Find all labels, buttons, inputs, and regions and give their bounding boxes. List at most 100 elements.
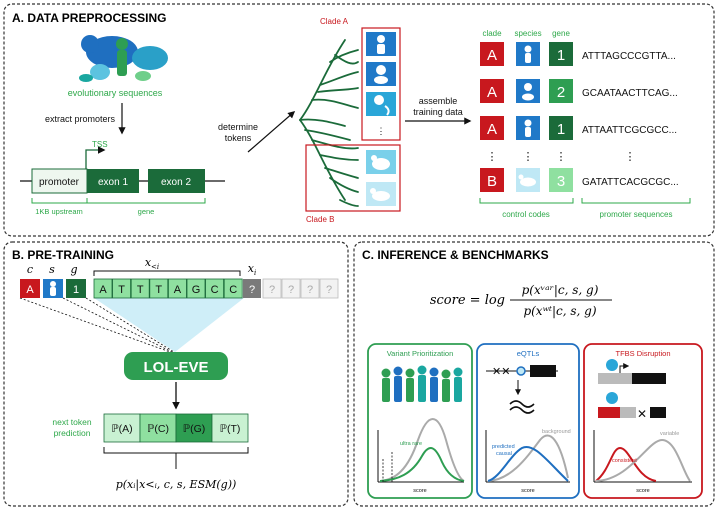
clade-b-label: Clade B: [306, 215, 334, 224]
clade-a-label: Clade A: [320, 17, 349, 26]
header-species: species: [514, 29, 541, 38]
determine-label-2: tokens: [225, 133, 252, 143]
header-clade: clade: [482, 29, 502, 38]
panel-c: C. INFERENCE & BENCHMARKS score = log p(…: [353, 241, 715, 507]
svg-text:Variant Prioritization: Variant Prioritization: [387, 349, 454, 358]
sequence-token-label: C: [211, 284, 219, 296]
score-numerator: p(xᵛᵃʳ|c, s, g): [522, 283, 599, 297]
determine-arrow: [247, 111, 296, 153]
evo-label: evolutionary sequences: [68, 88, 163, 98]
sequence-token: [205, 278, 225, 299]
clade-a-dots: ⋮: [377, 126, 386, 136]
tss-label: TSS: [92, 140, 108, 149]
next-token-label-2: prediction: [54, 428, 91, 438]
dots: ⋮: [523, 151, 534, 163]
dots: ⋮: [487, 151, 498, 163]
upstream-bracket: [31, 198, 88, 204]
svg-text:ATTAATTCGCGCC...: ATTAATTCGCGCC...: [582, 125, 677, 136]
svg-text:TFBS Disruption: TFBS Disruption: [615, 349, 670, 358]
label-c: c: [27, 263, 33, 276]
control-codes-label: control codes: [502, 210, 550, 219]
gene-bracket: [86, 198, 206, 204]
svg-text:background: background: [542, 429, 571, 435]
svg-text:variable: variable: [660, 431, 679, 437]
svg-text:2: 2: [557, 84, 565, 101]
svg-text:A: A: [487, 47, 497, 64]
gene-label: gene: [138, 207, 155, 216]
future-token: [281, 278, 301, 299]
context-bracket: [93, 270, 241, 276]
sequence-token: [149, 278, 169, 299]
future-token-label: ?: [326, 284, 332, 296]
sequence-token-label: T: [137, 284, 144, 296]
exon2-box: [148, 169, 205, 193]
table-row: A 2 GCAATAACTTCAG...: [480, 79, 678, 103]
probability-box: [103, 413, 141, 443]
clade-token: [20, 279, 40, 298]
attention-cone: [94, 298, 244, 352]
future-token: [300, 278, 320, 299]
sequence-token-label: C: [229, 284, 237, 296]
mask-token: [243, 279, 261, 298]
svg-text:causal: causal: [496, 451, 512, 457]
svg-text:?: ?: [249, 284, 255, 296]
tf-icon: [606, 359, 618, 371]
gene-token: [66, 279, 86, 298]
blocked-x-icon: ✕: [637, 407, 647, 421]
score-lhs: score = log: [430, 293, 505, 308]
probability-boxes: ℙ(A)ℙ(C)ℙ(G)ℙ(T): [103, 413, 249, 443]
svg-text:1: 1: [557, 121, 565, 138]
sequence-token: [130, 278, 150, 299]
svg-text:1: 1: [557, 47, 565, 64]
future-token: [262, 278, 282, 299]
promoter-box: [31, 168, 88, 194]
lol-eve-model: [124, 352, 228, 380]
future-token-label: ?: [269, 284, 275, 296]
svg-text:A: A: [26, 284, 34, 296]
future-token-label: ?: [307, 284, 313, 296]
header-gene: gene: [552, 29, 570, 38]
likelihood-formula: p(xᵢ|x<ᵢ, c, s, ESM(g)): [116, 478, 237, 492]
determine-label-1: determine: [218, 122, 258, 132]
promoter-sequences-label: promoter sequences: [600, 210, 673, 219]
upstream-label: 1KB upstream: [35, 207, 83, 216]
table-row: B 3 GATATTCACGCGC...: [480, 168, 679, 192]
dots: ⋮: [625, 151, 636, 163]
sequence-token-label: T: [155, 284, 162, 296]
prob-bracket: [103, 447, 249, 454]
panel-c-title: C. INFERENCE & BENCHMARKS: [362, 248, 549, 262]
future-token: [319, 278, 339, 299]
sequence-token: [186, 278, 206, 299]
phylogenetic-tree: [299, 39, 359, 207]
promoter-label: promoter: [39, 177, 80, 188]
svg-text:A: A: [487, 84, 497, 101]
dots: ⋮: [556, 151, 567, 163]
probability-label: ℙ(T): [220, 423, 241, 435]
svg-text:score: score: [636, 488, 649, 494]
panel-b-title: B. PRE-TRAINING: [12, 248, 114, 262]
eqtls-box: eQTLs ✕✕ predicted causal background sco…: [476, 343, 580, 499]
svg-text:B: B: [487, 173, 497, 190]
assemble-label-2: training data: [413, 107, 463, 117]
exon1-box: [87, 169, 139, 193]
sequence-token-label: A: [99, 284, 107, 296]
svg-text:ultra rare: ultra rare: [400, 441, 422, 447]
sequence-token: [167, 278, 187, 299]
sequence-token: [93, 278, 113, 299]
panel-a: A. DATA PREPROCESSING evolutionary seque…: [3, 3, 715, 237]
probability-box: [139, 413, 177, 443]
tfbs-disruption-box: TFBS Disruption ✕ consistent variable sc…: [583, 343, 703, 499]
probability-label: ℙ(G): [183, 423, 206, 435]
score-denominator: p(xʷᵗ|c, s, g): [523, 304, 596, 318]
svg-text:GCAATAACTTCAG...: GCAATAACTTCAG...: [582, 88, 678, 99]
probability-box: [211, 413, 249, 443]
exon2-label: exon 2: [161, 177, 191, 188]
x-i-label: xi: [248, 262, 256, 277]
svg-text:eQTLs: eQTLs: [517, 349, 540, 358]
clade-b-box: [305, 144, 401, 212]
future-tokens: ????: [262, 278, 339, 299]
sequence-token-label: A: [174, 284, 182, 296]
control-codes-bracket: [479, 198, 574, 204]
sequence-token: [112, 278, 131, 299]
